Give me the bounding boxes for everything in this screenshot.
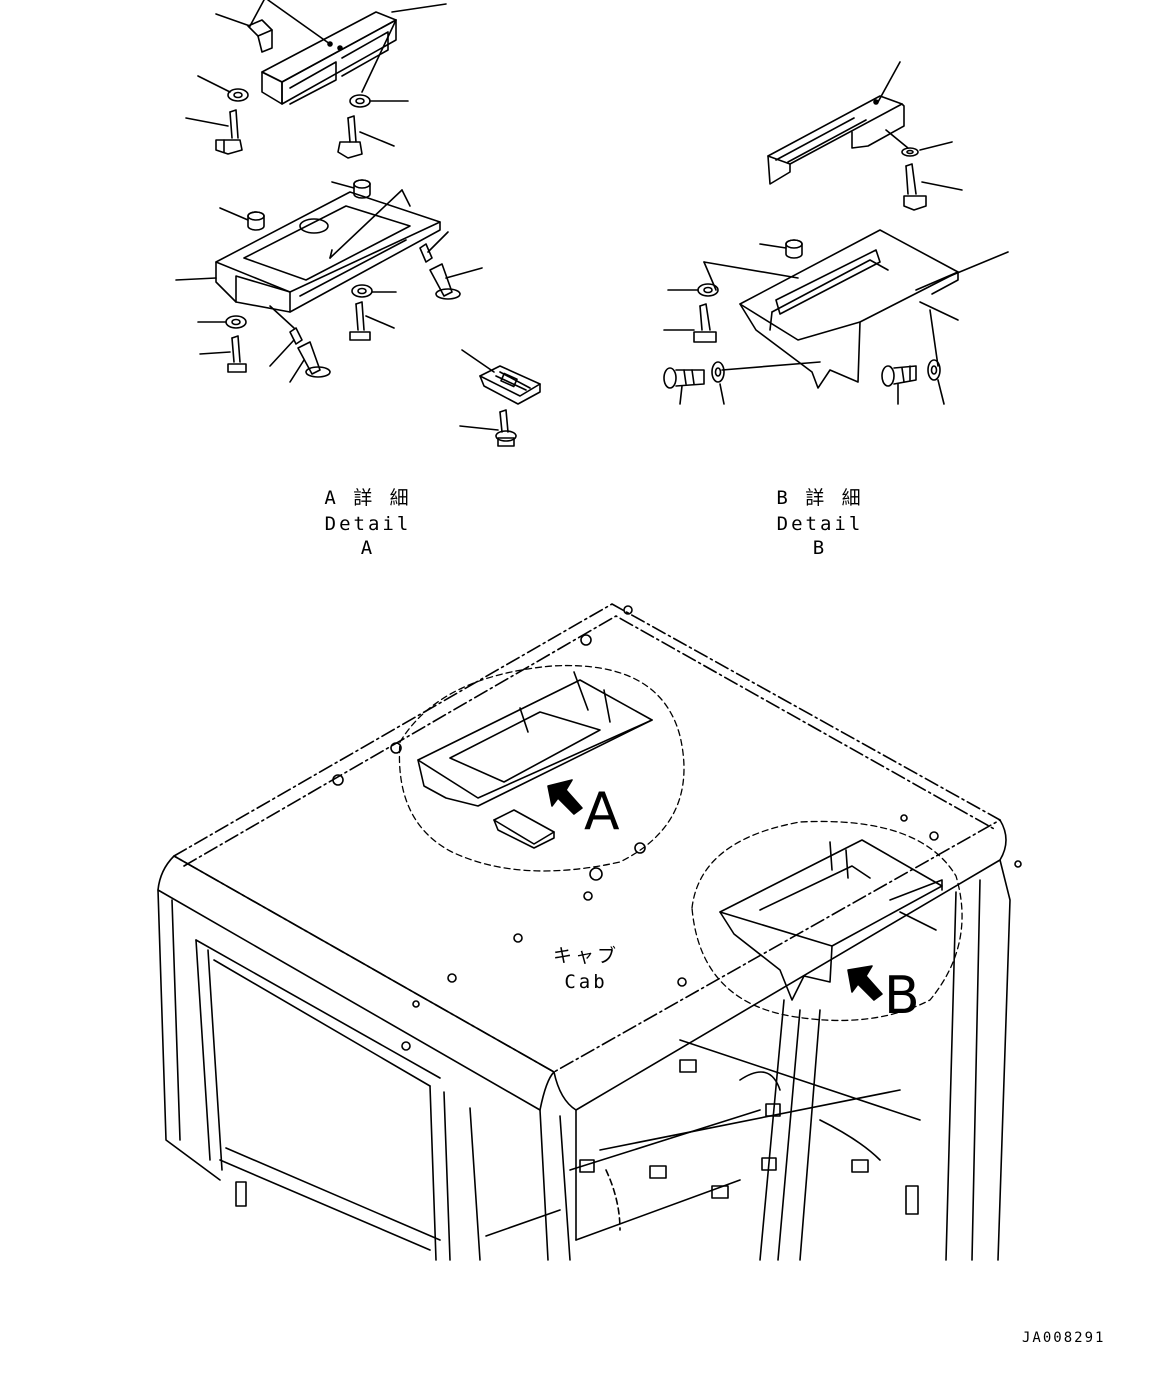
detail-b-spacer — [786, 240, 802, 258]
detail-a-bolt-3 — [350, 302, 370, 340]
cab-part-b — [720, 840, 942, 1000]
detail-a-tray — [216, 192, 440, 312]
drawing-code: JA008291 — [1022, 1330, 1106, 1346]
detail-a-bolt-1 — [216, 110, 242, 154]
cab-clips — [236, 1060, 918, 1214]
cab-part-a — [418, 672, 652, 848]
detail-a-bolt-5 — [496, 410, 516, 446]
detail-a-clip — [480, 366, 540, 404]
detail-b-tray — [740, 230, 958, 388]
detail-b-washer-2 — [698, 284, 718, 296]
detail-a-title-en: Detail A — [324, 513, 412, 559]
cab-pillar-front — [430, 1086, 570, 1260]
cab-label-en: Cab — [564, 971, 608, 993]
detail-a-cover-plate — [262, 12, 396, 104]
callout-a-letter: A — [584, 782, 620, 842]
detail-a-washer-3 — [352, 285, 372, 297]
detail-a-washer-1 — [228, 89, 248, 101]
detail-a-bolt-2 — [338, 116, 362, 158]
detail-b-title-jp: B 詳 細 — [776, 487, 864, 509]
detail-b-bolt-1 — [904, 164, 926, 210]
detail-b-bracket — [768, 96, 904, 184]
callout-b-letter: B — [884, 966, 920, 1026]
cab-pillar-left — [158, 890, 440, 1180]
cab-pillar-right — [760, 860, 1010, 1260]
detail-a-bracket — [248, 20, 272, 52]
detail-b-washer-1 — [902, 148, 918, 156]
detail-b-callout-region — [692, 821, 962, 1020]
detail-a-screw-1 — [430, 264, 460, 299]
detail-a-title-jp: A 詳 細 — [324, 487, 412, 509]
detail-a-spacer-2 — [248, 212, 264, 230]
detail-b-bolt-4 — [882, 366, 916, 386]
arrow-b-icon — [848, 966, 882, 1000]
detail-a-drawing — [176, 0, 540, 446]
detail-a-bolt-4 — [228, 336, 246, 372]
cab-roof-bolts — [333, 606, 1021, 1050]
detail-b-bolt-3 — [664, 368, 704, 388]
detail-b-washer-3 — [712, 362, 724, 382]
detail-a-washer-4 — [226, 316, 246, 328]
detail-b-title-en: Detail B — [776, 513, 864, 559]
detail-a-spacer-1 — [354, 180, 370, 198]
detail-a-rivet-1 — [420, 244, 432, 262]
cab-roof-rim — [158, 856, 554, 1110]
cab-drawing — [158, 604, 1021, 1260]
detail-b-bolt-2 — [694, 304, 716, 342]
detail-b-washer-4 — [928, 360, 940, 380]
detail-b-drawing — [664, 62, 1008, 404]
cab-label-jp: キャブ — [552, 945, 619, 967]
detail-a-washer-2 — [350, 95, 370, 107]
detail-a-screw-2 — [298, 342, 330, 377]
arrow-a-icon — [548, 780, 582, 814]
detail-a-callout-region — [399, 666, 684, 871]
